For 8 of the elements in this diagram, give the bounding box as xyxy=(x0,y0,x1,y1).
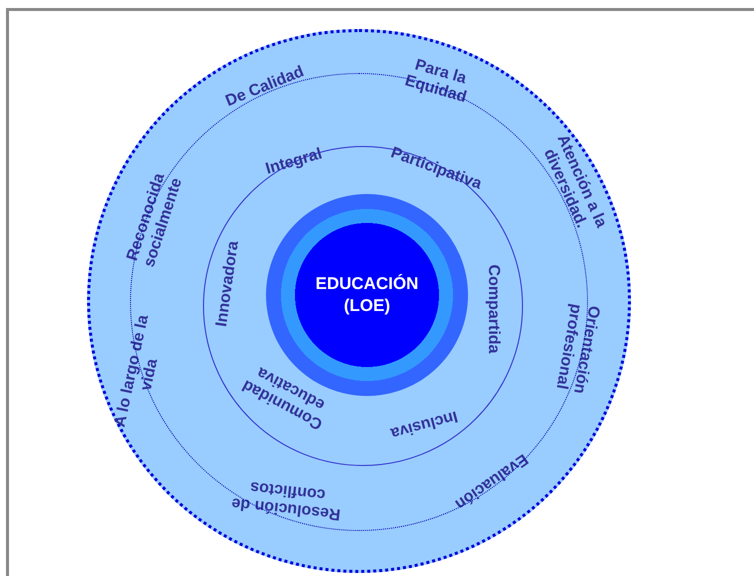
ring-label: A lo largo de la vida xyxy=(110,312,162,431)
ring-label: Resolución de conflictos xyxy=(230,477,342,524)
ring-label: Integral xyxy=(262,144,325,180)
center-title: EDUCACIÓN (LOE) xyxy=(314,273,420,317)
ring-label: Innovadora xyxy=(212,239,243,330)
ring-label: Compartida xyxy=(484,264,502,356)
ring-label: Inclusiva xyxy=(388,406,460,444)
ring-label: Orientación profesional xyxy=(552,302,604,397)
